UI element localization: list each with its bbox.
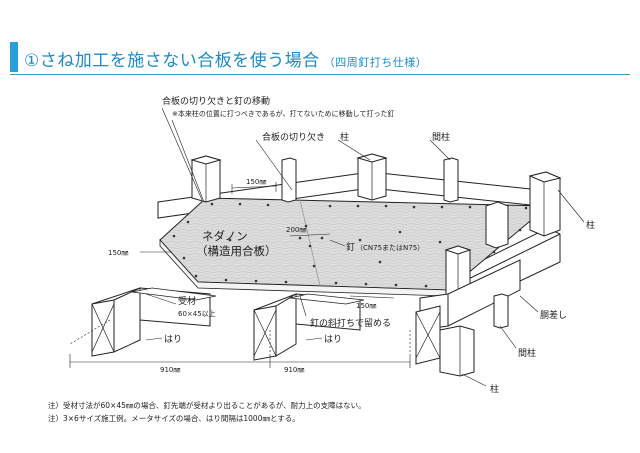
title-rule <box>10 74 630 75</box>
receiver-member <box>131 287 365 305</box>
page-title: ①さね加工を施さない合板を使う場合（四周釘打ち仕様） <box>24 46 427 71</box>
label-stud-b: 間柱 <box>518 347 536 359</box>
label-pillar-b: 柱 <box>586 219 595 231</box>
label-dim-910-b: 910㎜ <box>284 366 304 374</box>
label-stud-a: 間柱 <box>432 131 450 143</box>
label-pillar-c: 柱 <box>490 383 499 395</box>
footnotes: 注）受材寸法が60×45㎜の場合、釘先端が受材より出ることがあるが、耐力上の支障… <box>48 399 366 425</box>
label-receiver-size: 60×45以上 <box>178 309 216 318</box>
leader-lines <box>145 107 585 387</box>
beam-left <box>91 287 211 357</box>
label-beam-b: はり <box>324 334 342 345</box>
title-subtitle: （四周釘打ち仕様） <box>323 56 428 69</box>
title-accent-bar <box>10 42 18 72</box>
label-panel-name-1: ネダノン <box>202 229 248 243</box>
back-pillar-left <box>190 155 222 203</box>
label-receiver: 受材 <box>178 295 196 307</box>
back-stud-right <box>443 157 459 203</box>
lower-stud <box>493 293 509 329</box>
lower-pillar <box>439 325 475 377</box>
label-dim-150-bottom: 150㎜ <box>356 302 376 310</box>
label-notch: 合板の切り欠き <box>262 131 325 143</box>
back-pillar-middle <box>356 153 388 201</box>
beam-front-right <box>415 305 441 365</box>
label-dim-150-top: 150㎜ <box>246 178 266 186</box>
label-girth: 胴差し <box>540 309 567 321</box>
nail-dots <box>172 202 528 288</box>
back-stud-left <box>281 157 297 203</box>
right-corner-pillar <box>528 171 562 237</box>
label-notch-and-nail: 合板の切り欠きと釘の移動 <box>162 95 270 107</box>
label-dim-150-left: 150㎜ <box>108 249 128 257</box>
label-nail-spec: （CN75またはN75） <box>356 244 424 252</box>
label-panel-name-2: （構造用合板） <box>196 244 277 258</box>
footnote-1: 注）受材寸法が60×45㎜の場合、釘先端が受材より出ることがあるが、耐力上の支障… <box>48 401 366 410</box>
label-toenail: 釘の斜打ちで留める <box>310 317 391 329</box>
label-pillar-a: 柱 <box>340 131 349 143</box>
footnote-2: 注）3×6サイズ施工例。メータサイズの場合、はり間隔は1000㎜とする。 <box>48 414 300 423</box>
right-stud-upper <box>485 201 509 249</box>
label-notch-note: ※本来柱の位置に打つべきであるが、打てないために移動して打った釘 <box>172 109 394 118</box>
dimension-lines <box>69 182 411 368</box>
label-dim-200: 200㎜ <box>286 226 306 234</box>
label-beam-a: はり <box>164 334 182 345</box>
label-dim-910-a: 910㎜ <box>160 366 180 374</box>
beam-right <box>253 293 361 361</box>
label-nail: 釘 <box>346 241 355 253</box>
title-text: ①さね加工を施さない合板を使う場合 <box>24 51 320 71</box>
